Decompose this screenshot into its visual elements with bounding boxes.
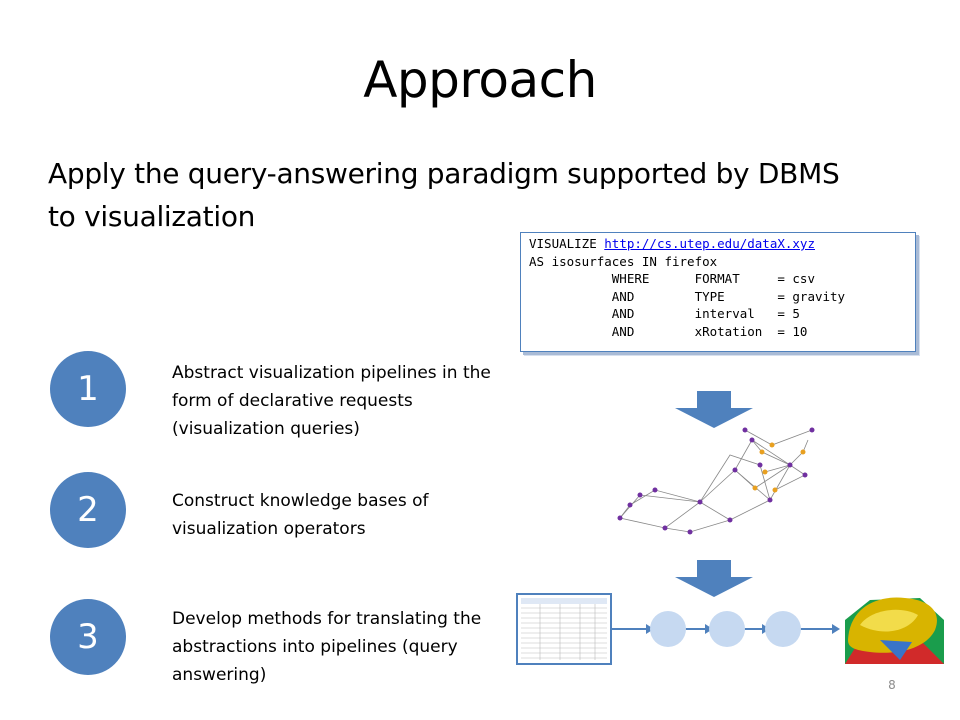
query-line-4: AND TYPE = gravity <box>529 288 846 304</box>
pipeline-node-2 <box>709 611 745 647</box>
slide-title: Approach <box>363 51 597 109</box>
query-line-6: AND xRotation = 10 <box>529 323 808 339</box>
query-line-2: AS isosurfaces IN firefox <box>529 253 718 269</box>
pipeline-node-1 <box>650 611 686 647</box>
page-number: 8 <box>888 678 896 692</box>
query-line-5: AND interval = 5 <box>529 306 800 321</box>
down-arrow-1-icon <box>675 391 753 428</box>
query-line-3: WHERE FORMAT = csv <box>529 271 815 286</box>
step-1-text: Abstract visualization pipelines in the … <box>172 363 491 439</box>
graph-nodes <box>617 427 815 535</box>
query-url-link[interactable]: http://cs.utep.edu/dataX.xyz <box>604 236 815 251</box>
step-3-badge: 3 <box>50 599 126 675</box>
step-2-text: Construct knowledge bases of visualizati… <box>172 491 429 539</box>
query-box: VISUALIZE http://cs.utep.edu/dataX.xyz A… <box>520 232 916 352</box>
step-2-badge: 2 <box>50 472 126 548</box>
isosurface-render-image <box>840 591 944 664</box>
query-line-1-keyword: VISUALIZE <box>529 236 605 251</box>
step-3-text: Develop methods for translating the abst… <box>172 609 482 685</box>
pipeline-node-3 <box>765 611 801 647</box>
slide-subtitle: Apply the query-answering paradigm suppo… <box>48 157 840 233</box>
data-table-thumbnail <box>516 593 612 665</box>
down-arrow-2-icon <box>675 560 753 597</box>
step-1-badge: 1 <box>50 351 126 427</box>
knowledge-graph-image <box>619 429 813 533</box>
